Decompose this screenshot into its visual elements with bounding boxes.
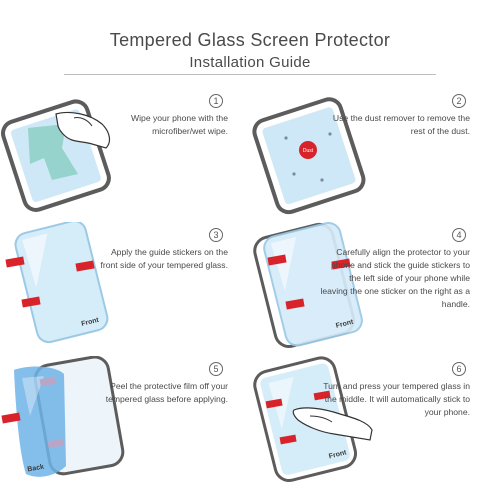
step-number-badge: 5 (209, 362, 223, 376)
step-instruction: Peel the protective film off your temper… (105, 381, 228, 404)
dust-particle-icon (328, 132, 332, 136)
step-number-badge: 4 (452, 228, 466, 242)
guide-sticker-icon (75, 260, 95, 272)
step-4: Front 4 Carefully align the protector to… (250, 222, 500, 352)
step-instruction: Use the dust remover to remove the rest … (332, 113, 470, 136)
glass-side-label: Front (81, 317, 101, 328)
guide-sticker-icon (1, 412, 21, 424)
guide-sticker-icon (47, 438, 65, 449)
step-4-illustration: Front (253, 222, 363, 348)
guide-sticker-icon (313, 390, 331, 401)
guide-sticker-icon (331, 258, 351, 270)
page-subtitle: Installation Guide (189, 54, 311, 71)
guide-sticker-icon (21, 296, 41, 308)
title-divider (64, 74, 436, 75)
guide-sticker-icon (279, 434, 297, 445)
glass-side-label: Front (335, 319, 355, 330)
dust-remover-sticker-icon (299, 141, 317, 159)
step-6-illustration: Front (253, 356, 373, 482)
guide-sticker-icon (265, 398, 283, 409)
step-3: Front 3 Apply the guide stickers on the … (0, 222, 250, 352)
step-1-illustration (1, 99, 111, 212)
step-number-badge: 6 (452, 362, 466, 376)
step-2-illustration: Dust (252, 97, 366, 215)
step-number-badge: 2 (452, 94, 466, 108)
microfiber-cloth-icon (28, 124, 78, 180)
step-number-badge: 1 (209, 94, 223, 108)
step-instruction: Wipe your phone with the microfiber/wet … (131, 113, 228, 136)
guide-sticker-icon (5, 256, 25, 268)
guide-sticker-icon (285, 298, 305, 310)
hand-icon (55, 111, 111, 149)
page-title: Tempered Glass Screen Protector (109, 30, 391, 50)
step-instruction: Turn and press your tempered glass in th… (323, 381, 470, 417)
step-instruction: Apply the guide stickers on the front si… (100, 247, 228, 270)
dust-sticker-label: Dust (303, 148, 314, 154)
glass-side-label: Front (328, 449, 348, 460)
dust-particle-icon (320, 178, 324, 182)
step-5: Back 5 Peel the protective film off your… (0, 356, 250, 486)
dust-particle-icon (284, 136, 288, 140)
glass-side-label: Back (27, 464, 45, 474)
step-1: 1 Wipe your phone with the microfiber/we… (0, 88, 250, 218)
step-5-illustration: Back (1, 356, 125, 477)
dust-particle-icon (292, 172, 296, 176)
guide-sticker-icon (39, 376, 57, 387)
guide-sticker-icon (267, 254, 287, 266)
step-3-illustration: Front (5, 222, 109, 344)
step-instruction: Carefully align the protector to your ph… (320, 247, 470, 309)
step-2: Dust 2 Use the dust remover to remove th… (250, 88, 500, 218)
step-6: Front 6 Turn and press your tempered gla… (250, 356, 500, 486)
step-number-badge: 3 (209, 228, 223, 242)
protective-film-icon (14, 366, 66, 477)
